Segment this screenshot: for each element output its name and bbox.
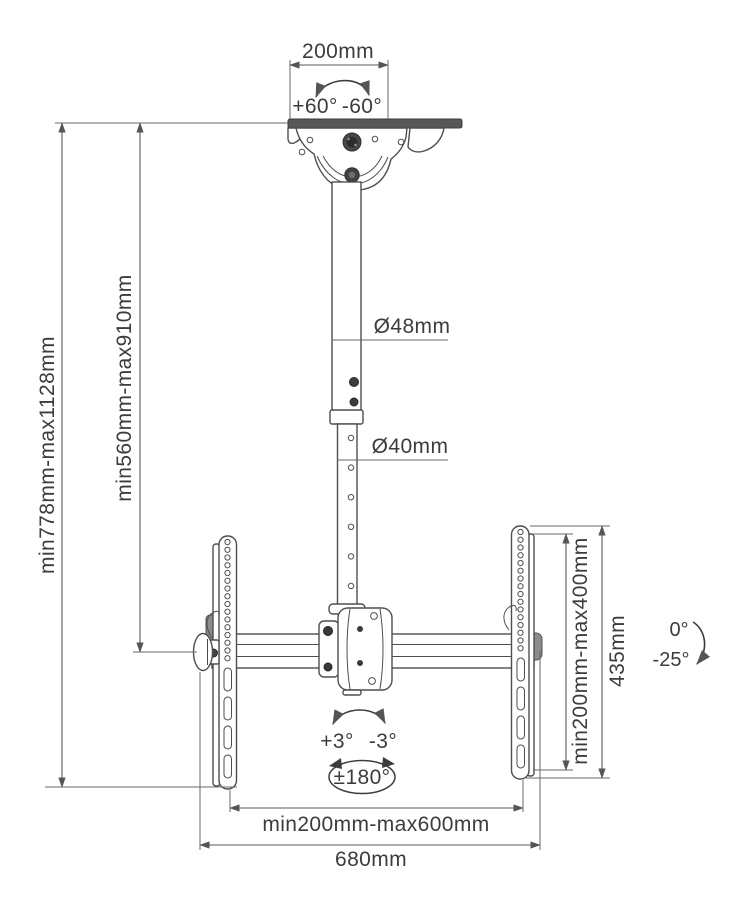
tilt-arc [692, 621, 711, 665]
dim-lower-pole-diameter: Ø40mm [337, 435, 449, 461]
dim-label-level-positive: +3° [320, 730, 354, 753]
lower-pole [336, 423, 358, 613]
dim-label-tilt-down: -25° [653, 649, 690, 671]
pole-clamp [318, 603, 393, 696]
tilt-knob [192, 610, 220, 672]
level-arc [332, 708, 386, 726]
left-safety-hook [206, 610, 220, 639]
rotation-ellipse [328, 759, 396, 795]
tilt-indicator: 0° -25° [653, 619, 711, 671]
dim-label-vesa-height: min200mm-max400mm [569, 537, 592, 764]
dim-bracket-height: 435mm [525, 525, 629, 779]
dim-label-crossbar-width: 680mm [335, 848, 407, 871]
dim-total-drop: min778mm-max1128mm [36, 122, 288, 788]
dim-label-vesa-width: min200mm-max600mm [262, 813, 489, 836]
dim-label-total-drop: min778mm-max1128mm [36, 336, 59, 574]
ceiling-swivel-bracket [287, 127, 445, 192]
dim-label-bracket-height: 435mm [606, 615, 629, 687]
dim-label-ceiling-plate-width: 200mm [302, 40, 374, 63]
dim-ceiling-plate-width: 200mm [289, 40, 389, 119]
swivel-arc [315, 79, 370, 99]
left-tv-bracket [205, 535, 238, 790]
level-indicator: +3° -3° [320, 708, 397, 753]
dim-pole-drop: min560mm-max910mm [113, 122, 197, 653]
dim-label-pole-drop: min560mm-max910mm [113, 274, 136, 501]
swivel-indicator: +60° -60° [292, 79, 382, 118]
dim-upper-pole-diameter: Ø48mm [332, 315, 451, 341]
dim-vesa-width: min200mm-max600mm [229, 780, 524, 836]
pole-adjustment-holes [347, 434, 355, 590]
dim-label-level-negative: -3° [369, 730, 397, 753]
upper-pole [329, 181, 364, 425]
dim-label-upper-pole-diameter: Ø48mm [374, 315, 451, 338]
rotation-indicator: ±180° [328, 757, 396, 795]
right-safety-hook [503, 604, 517, 631]
right-tv-bracket [503, 525, 543, 780]
dim-label-tilt-up: 0° [669, 619, 688, 641]
dim-crossbar-width: 680mm [199, 650, 541, 871]
dim-label-swivel-positive: +60° [292, 95, 338, 118]
dim-label-lower-pole-diameter: Ø40mm [372, 435, 449, 458]
dim-label-swivel-negative: -60° [342, 95, 382, 118]
dim-label-rotation: ±180° [334, 766, 391, 789]
